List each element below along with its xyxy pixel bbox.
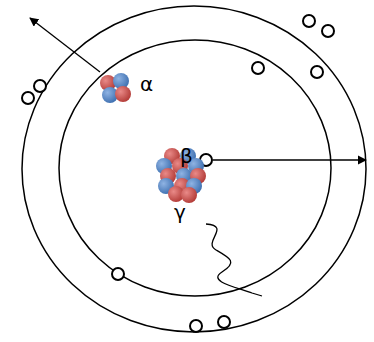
- alpha-arrow: [30, 18, 100, 72]
- particle-label: γ: [174, 202, 186, 222]
- gamma-ray: [206, 224, 262, 296]
- particle-label: α: [140, 74, 153, 94]
- electrons: [22, 15, 334, 332]
- particle-label: β: [180, 146, 193, 166]
- inner-orbit: [59, 40, 331, 296]
- alpha-particle: [100, 73, 131, 103]
- outer-orbit: [22, 6, 366, 332]
- beta-arrow: [213, 159, 366, 160]
